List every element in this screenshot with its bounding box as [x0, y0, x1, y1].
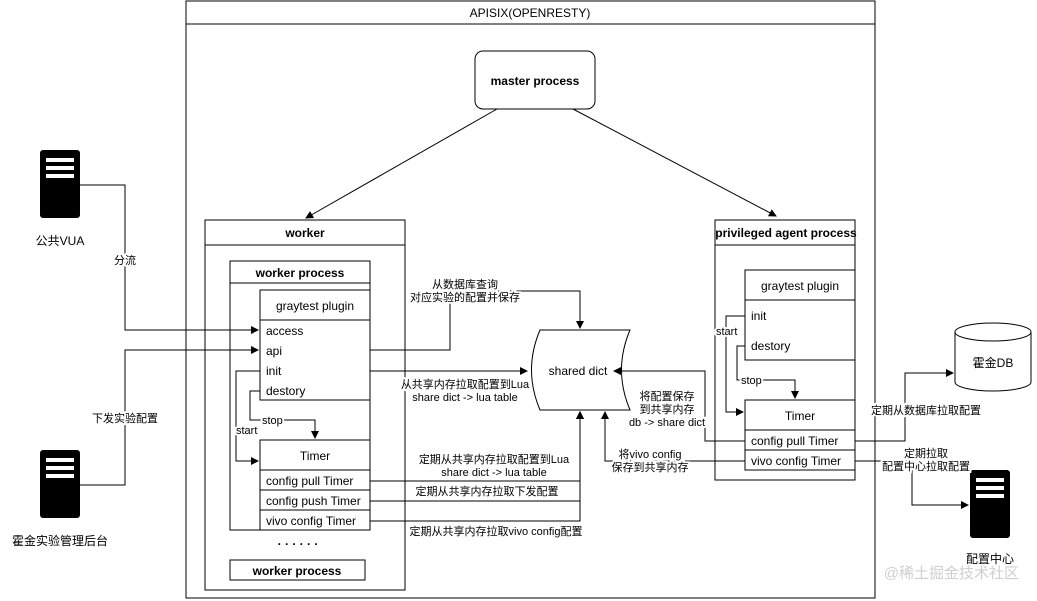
- split-label: 分流: [114, 253, 136, 267]
- admin-to-api-edge: [80, 346, 259, 486]
- agent-timer: [744, 399, 856, 471]
- save-label-3: db -> share dict: [629, 417, 705, 429]
- agent-timer-pull: config pull Timer: [751, 434, 838, 448]
- cc-pull-label-2: 配置中心拉取配置: [882, 459, 970, 473]
- vivo-save-label-2: 保存到共享内存: [612, 460, 689, 474]
- api-to-shared-edge: [370, 290, 584, 351]
- init-pull-label-1: 从共享内存拉取配置到Lua: [401, 377, 530, 391]
- agent-save-edge: [613, 367, 745, 442]
- agent-plugin: [744, 269, 856, 361]
- worker-dots: · · · · · ·: [278, 537, 319, 551]
- worker-process-2: [229, 559, 366, 581]
- vivo-save-label-1: 将vivo config: [619, 448, 682, 461]
- master-to-worker: [305, 108, 498, 219]
- agent-plugin-label: graytest plugin: [761, 279, 839, 293]
- worker-timer-push: config push Timer: [266, 494, 361, 508]
- timer-pull-label-1: 定期从共享内存拉取配置到Lua: [419, 452, 570, 466]
- worker-start-edge: [235, 370, 260, 465]
- master-to-agent: [572, 108, 777, 217]
- shared-dict-label: shared dict: [549, 364, 608, 378]
- worker-start-label: start: [236, 425, 257, 437]
- agent-stop-edge: [736, 345, 799, 399]
- timer-vivo-label: 定期从共享内存拉取vivo config配置: [410, 524, 583, 538]
- timer-pull-label-2: share dict -> lua table: [441, 467, 546, 479]
- worker-phase-api: api: [266, 344, 282, 358]
- cc-pull-label-1: 定期拉取: [904, 446, 948, 460]
- timer-push-label: 定期从共享内存拉取下发配置: [416, 484, 559, 498]
- save-label-2: 到共享内存: [640, 402, 695, 416]
- agent-vivo-save-edge: [601, 411, 745, 462]
- server-icon-admin: [40, 450, 80, 518]
- timer-vivo-edge: [370, 411, 584, 522]
- config-center-label: 配置中心: [966, 551, 1014, 566]
- agent-stop-label: stop: [741, 375, 762, 387]
- worker-process-label: worker process: [255, 266, 345, 280]
- db-cylinder: [954, 322, 1032, 392]
- worker-stop-label: stop: [262, 415, 283, 427]
- worker-timer: [259, 439, 371, 531]
- cc-pull-edge: [855, 460, 969, 509]
- watermark: @稀土掘金技术社区: [884, 565, 1019, 582]
- server-icon-vua: [40, 150, 80, 218]
- worker-plugin-label: graytest plugin: [276, 299, 354, 313]
- master-process: [474, 50, 596, 110]
- init-pull-label-2: share dict -> lua table: [412, 392, 517, 404]
- vua-label: 公共VUA: [36, 234, 85, 248]
- agent-phase-destory: destory: [751, 339, 790, 353]
- agent-phase-init: init: [751, 309, 767, 323]
- master-label: master process: [491, 74, 580, 88]
- worker-process-2-label: worker process: [252, 564, 342, 578]
- agent-start-label: start: [716, 326, 737, 338]
- agent-start-edge: [725, 315, 745, 416]
- query-label-1: 从数据库查询: [432, 277, 498, 291]
- agent-title: privileged agent process: [715, 226, 857, 240]
- vua-to-access-edge: [80, 184, 259, 334]
- query-label-2: 对应实验的配置并保存: [410, 290, 520, 304]
- db-pull-label: 定期从数据库拉取配置: [871, 403, 981, 417]
- db-label: 霍金DB: [973, 355, 1014, 370]
- worker-timer-vivo: vivo config Timer: [266, 514, 356, 528]
- worker-phase-destory: destory: [266, 384, 305, 398]
- admin-label: 霍金实验管理后台: [12, 533, 108, 548]
- shared-dict: [531, 329, 631, 411]
- worker-title: worker: [284, 226, 325, 240]
- worker-phase-init: init: [266, 364, 282, 378]
- apisix-title: APISIX(OPENRESTY): [470, 6, 591, 20]
- worker-timer-label: Timer: [300, 449, 330, 463]
- db-pull-edge: [855, 369, 954, 442]
- worker-phase-access: access: [266, 324, 303, 338]
- agent-timer-vivo: vivo config Timer: [751, 454, 841, 468]
- agent-timer-label: Timer: [785, 409, 815, 423]
- issue-label: 下发实验配置: [92, 411, 158, 425]
- worker-stop-edge: [249, 390, 319, 439]
- server-icon-config-center: [970, 470, 1010, 538]
- worker-plugin: [259, 289, 371, 401]
- save-label-1: 将配置保存: [640, 389, 695, 403]
- worker-timer-pull: config pull Timer: [266, 474, 353, 488]
- apisix-frame: [185, 0, 876, 599]
